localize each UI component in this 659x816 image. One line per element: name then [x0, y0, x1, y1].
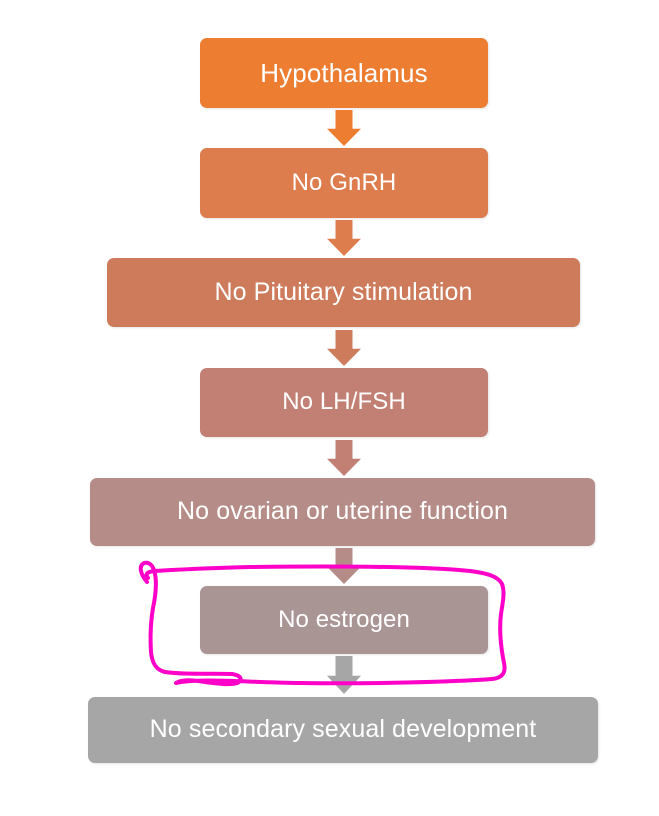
- down-arrow-icon: [327, 440, 361, 476]
- down-arrow-icon: [327, 220, 361, 256]
- flow-node-label: No estrogen: [278, 605, 410, 633]
- flow-node-label: No ovarian or uterine function: [177, 497, 508, 526]
- flow-node-label: No LH/FSH: [282, 388, 406, 416]
- flow-node-label: No secondary sexual development: [149, 715, 537, 744]
- flow-node-hypothalamus[interactable]: Hypothalamus: [200, 38, 488, 108]
- flow-node-label: No GnRH: [291, 168, 397, 196]
- flow-node-no-gnrh[interactable]: No GnRH: [200, 148, 488, 218]
- flow-node-no-ovarian-or-uterine-function[interactable]: No ovarian or uterine function: [90, 478, 595, 546]
- down-arrow-icon: [327, 548, 361, 584]
- down-arrow-icon: [327, 656, 361, 694]
- flow-node-label: Hypothalamus: [260, 57, 428, 88]
- down-arrow-icon: [327, 330, 361, 366]
- flow-node-no-secondary-sexual-development[interactable]: No secondary sexual development: [88, 697, 598, 763]
- flow-node-label: No Pituitary stimulation: [214, 277, 473, 306]
- flow-node-no-pituitary-stimulation[interactable]: No Pituitary stimulation: [107, 258, 580, 327]
- down-arrow-icon: [327, 110, 361, 146]
- flow-node-no-lh-fsh[interactable]: No LH/FSH: [200, 368, 488, 437]
- flow-node-no-estrogen[interactable]: No estrogen: [200, 586, 488, 654]
